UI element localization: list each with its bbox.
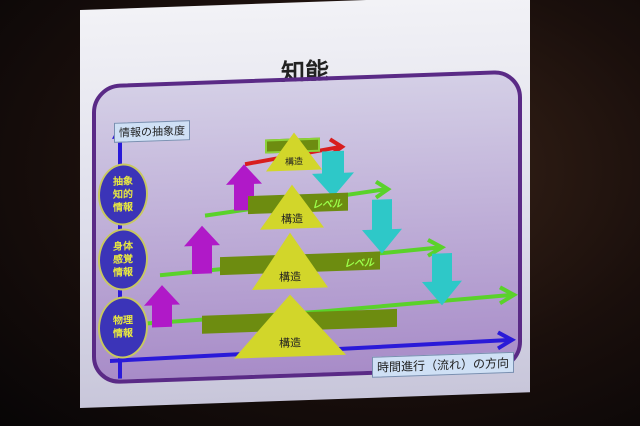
up-arrow — [184, 225, 220, 275]
structure-label: 構造 — [281, 212, 303, 226]
structure-label: 構造 — [284, 157, 303, 168]
x-axis — [109, 337, 511, 363]
down-arrow — [362, 199, 402, 254]
x-axis-head — [497, 330, 517, 351]
flow-line-top — [244, 144, 341, 167]
diagram-arrows — [109, 123, 519, 379]
structure-label: 構造 — [279, 270, 301, 285]
up-arrow — [144, 285, 180, 328]
down-arrow — [312, 150, 354, 198]
y-axis-label: 情報の抽象度 — [114, 120, 190, 143]
down-arrow — [422, 253, 462, 306]
projected-slide: 知能 情報の抽象度 時間進行（流れ）の方向 抽象 知的 情報 身体 感覚 情報 … — [80, 0, 530, 409]
